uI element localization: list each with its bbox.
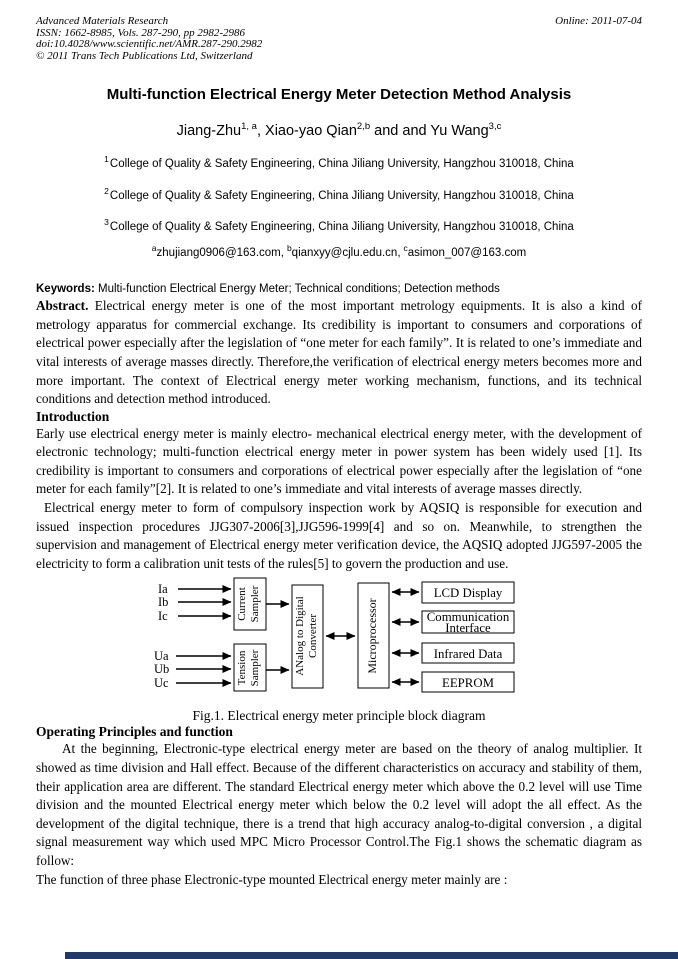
author-2: Xiao-yao Qian (265, 122, 357, 139)
lcd-display-box (421, 581, 515, 604)
input-label-ua: Ua (154, 649, 169, 663)
input-label-ub: Ub (154, 662, 169, 676)
emails-line: azhujiang0906@163.com,bqianxyy@cjlu.edu.… (36, 241, 642, 261)
tension-sampler-label-1: Tension (236, 651, 248, 686)
email-b-sup: b (286, 243, 292, 254)
affiliation-2-sup: 2 (104, 185, 109, 196)
communication-interface-label-2: Interface (445, 621, 491, 635)
affiliation-3: 3College of Quality & Safety Engineering… (36, 209, 642, 241)
email-b: qianxyy@cjlu.edu.cn, (291, 247, 401, 260)
author-3: Yu Wang (430, 122, 489, 139)
email-c: asimon_007@163.com (407, 247, 527, 260)
figure-1: Ia Ib Ic Ua Ub Uc Current Sampler (36, 575, 642, 724)
author-separator-1: , (256, 122, 266, 139)
microprocessor-box (357, 582, 390, 689)
journal-name: Advanced Materials Research (36, 15, 169, 27)
author-1-sup: 1, a (241, 121, 257, 132)
copyright-line: © 2011 Trans Tech Publications Ltd, Swit… (36, 49, 253, 62)
adc-box (291, 584, 324, 689)
page-content: Advanced Materials Research ISSN: 1662-8… (36, 15, 642, 887)
figure-caption: Fig.1. Electrical energy meter principle… (192, 708, 486, 724)
affiliation-3-text: College of Quality & Safety Engineering,… (109, 221, 574, 234)
communication-interface-box (421, 610, 515, 634)
affiliation-2: 2College of Quality & Safety Engineering… (36, 178, 642, 210)
tension-sampler-box (233, 643, 267, 692)
email-a: zhujiang0906@163.com, (156, 247, 284, 260)
keywords-text: Multi-function Electrical Energy Meter; … (98, 283, 500, 296)
block-diagram: Ia Ib Ic Ua Ub Uc Current Sampler (154, 577, 515, 693)
operating-heading: Operating Principles and function (36, 724, 233, 740)
tension-sampler-label-2: Sampler (249, 650, 261, 687)
keywords-line: Keywords: Multi-function Electrical Ener… (36, 282, 642, 297)
microprocessor-label: Microprocessor (365, 599, 379, 674)
email-c-sup: c (403, 243, 408, 254)
email-a-sup: a (151, 243, 157, 254)
bottom-scrollbar[interactable] (65, 952, 678, 959)
current-sampler-label-2: Sampler (249, 586, 261, 623)
author-3-sup: 3,c (488, 121, 502, 132)
eeprom-box (421, 671, 515, 693)
input-label-ic: Ic (158, 609, 168, 623)
author-2-sup: 2,b (356, 121, 371, 132)
infrared-data-label: Infrared Data (434, 647, 503, 661)
affiliation-1: 1College of Quality & Safety Engineering… (36, 146, 642, 178)
adc-label-1: ANalog to Digital (294, 597, 306, 676)
current-sampler-label-1: Current (236, 588, 248, 622)
affiliations: 1College of Quality & Safety Engineering… (36, 146, 642, 241)
journal-header: Advanced Materials Research ISSN: 1662-8… (36, 15, 642, 62)
lcd-display-label: LCD Display (434, 586, 503, 600)
introduction-heading: Introduction (36, 408, 110, 424)
communication-interface-label-1: Communication (427, 610, 510, 624)
eeprom-label: EEPROM (442, 676, 494, 690)
journal-header-left: Advanced Materials Research ISSN: 1662-8… (36, 15, 263, 62)
introduction-paragraph-2: Electrical energy meter to form of compu… (36, 500, 642, 571)
issn-line: ISSN: 1662-8985, Vols. 287-290, pp 2982-… (36, 26, 245, 39)
paper-title: Multi-function Electrical Energy Meter D… (106, 86, 572, 103)
infrared-data-box (421, 642, 515, 664)
abstract-text: Electrical energy meter is one of the mo… (36, 298, 642, 407)
online-date: Online: 2011-07-04 (555, 15, 642, 27)
affiliation-1-text: College of Quality & Safety Engineering,… (109, 157, 574, 170)
affiliation-1-sup: 1 (104, 153, 109, 164)
author-1: Jiang-Zhu (176, 122, 242, 139)
abstract-paragraph: Abstract. Electrical energy meter is one… (36, 297, 642, 409)
author-separator-2: and and (370, 122, 431, 139)
input-label-ia: Ia (158, 582, 168, 596)
doi-line: doi:10.4028/www.scientific.net/AMR.287-2… (36, 38, 263, 50)
input-label-ib: Ib (158, 595, 168, 609)
operating-paragraph-1: At the beginning, Electronic-type electr… (36, 741, 642, 869)
authors-line: Jiang-Zhu1, a, Xiao-yao Qian2,b and and … (36, 118, 642, 140)
introduction-paragraph-1: Early use electrical energy meter is mai… (36, 425, 642, 497)
adc-label-2: Converter (307, 614, 319, 658)
operating-paragraph-2: The function of three phase Electronic-t… (36, 871, 508, 887)
input-label-uc: Uc (154, 676, 169, 690)
keywords-label: Keywords: (36, 283, 95, 296)
affiliation-3-sup: 3 (104, 217, 109, 228)
affiliation-2-text: College of Quality & Safety Engineering,… (109, 189, 574, 202)
abstract-label: Abstract. (36, 298, 89, 314)
